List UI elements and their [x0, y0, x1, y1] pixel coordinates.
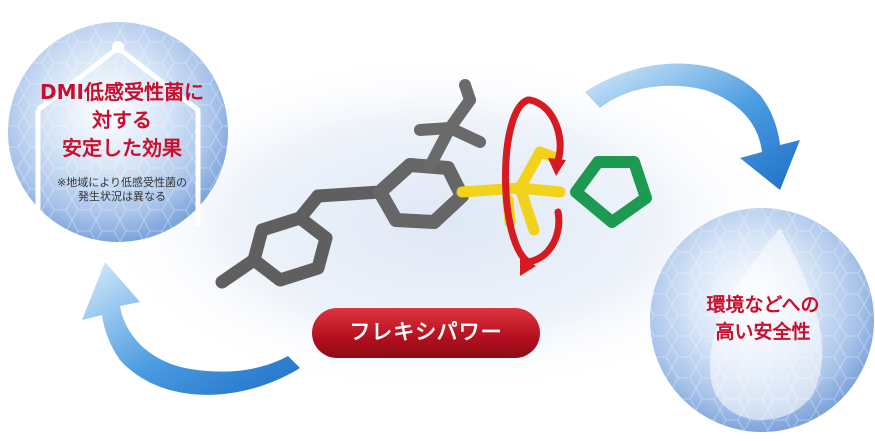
left-feature-circle: [8, 22, 228, 242]
right-title-line: 高い安全性: [715, 321, 811, 343]
leaf-drop-icon: [709, 228, 823, 420]
left-note-line: ※地域により低感受性菌の: [57, 176, 187, 189]
arrow-bottom-left: [82, 262, 300, 395]
left-note-line: 発生状況は異なる: [78, 190, 166, 203]
left-title-line: 対する: [92, 108, 152, 132]
right-title-line: 環境などへの: [706, 294, 820, 316]
right-feature-circle: [650, 208, 874, 432]
house-outline-icon: [35, 41, 201, 226]
arrow-top-right: [585, 63, 800, 190]
rotation-arrow-icon: [502, 96, 566, 276]
cyclopentyl-ring: [570, 156, 652, 228]
center-pill-label: フレキシパワー: [349, 320, 503, 344]
left-title-line: DMI低感受性菌に: [40, 80, 204, 104]
tert-butyl-group: [414, 79, 486, 172]
right-circle-title: 環境などへの 高い安全性: [672, 292, 854, 346]
methylene-bridge: [293, 185, 387, 225]
center-pill-shape: [312, 308, 540, 358]
background-glow: [95, 50, 795, 400]
left-circle-note: ※地域により低感受性菌の 発生状況は異なる: [28, 176, 216, 204]
left-title-line: 安定した効果: [62, 136, 182, 160]
left-circle-title: DMI低感受性菌に 対する 安定した効果: [12, 78, 232, 162]
molecule-model: [215, 79, 652, 289]
